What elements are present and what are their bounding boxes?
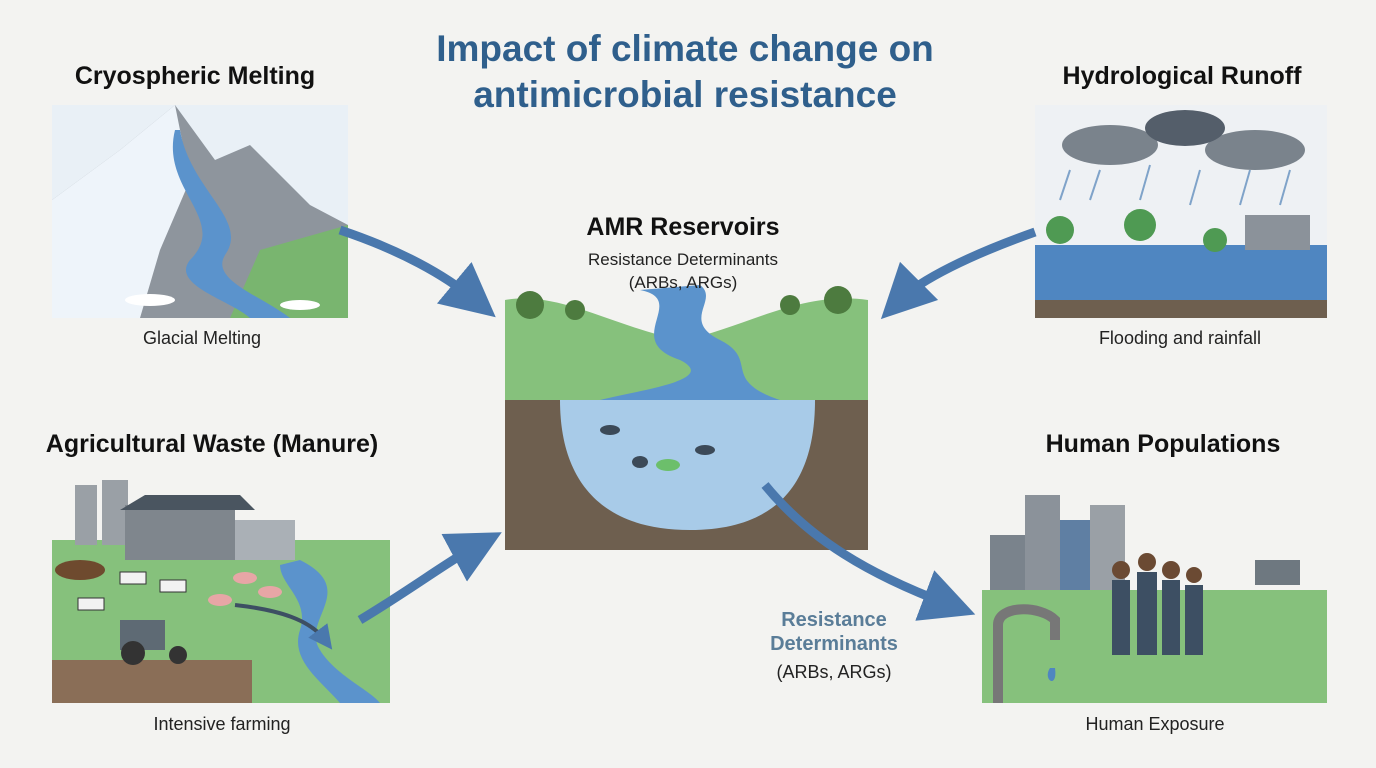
- reservoir-subtitle-1: Resistance Determinants: [588, 250, 778, 269]
- reservoir-heading: AMR Reservoirs: [586, 213, 780, 241]
- arrow-farm-to-reservoir: [357, 532, 502, 624]
- flood-illustration: [1035, 105, 1327, 318]
- transfer-label: Resistance Determinants (ARBs, ARGs): [734, 608, 934, 684]
- arrow-reservoir-to-humans: [761, 482, 976, 621]
- cryospheric-heading: Cryospheric Melting: [74, 62, 316, 90]
- arrow-flood-to-reservoir: [880, 227, 1037, 320]
- agricultural-heading: Agricultural Waste (Manure): [45, 430, 379, 458]
- transfer-label-line-1: Resistance: [781, 609, 887, 631]
- hydrological-heading: Hydrological Runoff: [1062, 62, 1302, 90]
- arrow-glacier-to-reservoir: [338, 225, 496, 318]
- hydrological-caption: Flooding and rainfall: [1098, 328, 1262, 348]
- farm-illustration: [52, 480, 390, 703]
- reservoir-illustration: [505, 280, 868, 550]
- human-exposure-illustration: [982, 495, 1327, 703]
- page-title: Impact of climate change on antimicrobia…: [380, 26, 990, 118]
- cryospheric-caption: Glacial Melting: [142, 328, 262, 348]
- reservoir-subtitle-2: (ARBs, ARGs): [628, 273, 738, 292]
- human-caption: Human Exposure: [1085, 714, 1225, 734]
- agricultural-caption: Intensive farming: [153, 714, 291, 734]
- title-line-1: Impact of climate change on: [436, 28, 934, 69]
- human-heading: Human Populations: [1045, 430, 1281, 458]
- title-line-2: antimicrobial resistance: [473, 74, 897, 115]
- transfer-label-line-3: (ARBs, ARGs): [776, 662, 892, 682]
- glacier-illustration: [52, 105, 348, 318]
- transfer-label-line-2: Determinants: [770, 633, 898, 655]
